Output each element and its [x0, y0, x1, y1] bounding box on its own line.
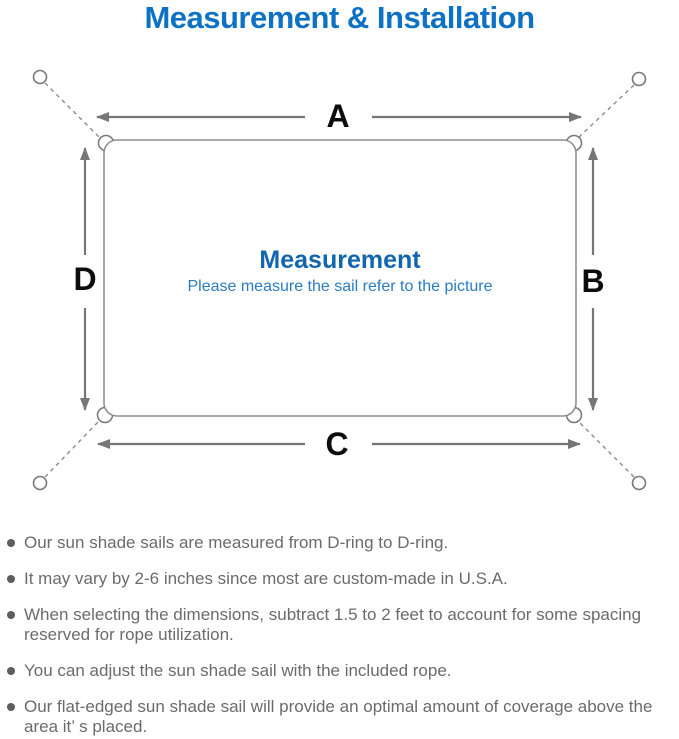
- sail-outline: [103, 139, 577, 417]
- anchor-ring-icon-top-right: [631, 71, 647, 87]
- attachment-lines: [44, 82, 635, 478]
- sail-caption-title: Measurement: [259, 246, 421, 274]
- dimension-label-a: A: [326, 98, 350, 134]
- bullet-icon: [7, 539, 15, 547]
- note-text: You can adjust the sun shade sail with t…: [24, 661, 452, 680]
- note-text: It may vary by 2-6 inches since most are…: [24, 569, 508, 588]
- note-item: You can adjust the sun shade sail with t…: [7, 661, 668, 681]
- bullet-icon: [7, 575, 15, 583]
- dimension-label-b: B: [581, 263, 605, 299]
- bullet-icon: [7, 703, 15, 711]
- dimension-label-c: C: [325, 426, 349, 462]
- bullet-icon: [7, 611, 15, 619]
- anchor-ring-icon-bottom-right: [631, 475, 647, 491]
- sail-caption: Measurement Please measure the sail refe…: [110, 246, 570, 297]
- sail-caption-subtitle: Please measure the sail refer to the pic…: [187, 278, 493, 295]
- attachment-line-bottom-right: [578, 421, 635, 478]
- note-text: When selecting the dimensions, subtract …: [24, 605, 642, 644]
- anchor-ring-icon-bottom-left: [32, 475, 48, 491]
- note-text: Our flat-edged sun shade sail will provi…: [24, 697, 653, 736]
- note-item: When selecting the dimensions, subtract …: [7, 605, 668, 645]
- page-title: Measurement & Installation: [144, 0, 535, 35]
- note-text: Our sun shade sails are measured from D-…: [24, 533, 449, 552]
- note-item: It may vary by 2-6 inches since most are…: [7, 569, 668, 589]
- note-item: Our flat-edged sun shade sail will provi…: [7, 697, 668, 737]
- anchor-ring-icon-top-left: [32, 69, 48, 85]
- dimension-arrows: [80, 112, 598, 449]
- attachment-line-top-right: [577, 84, 635, 139]
- attachment-line-top-left: [44, 82, 101, 139]
- attachment-line-bottom-left: [44, 420, 100, 478]
- bullet-icon: [7, 667, 15, 675]
- notes-list: Our sun shade sails are measured from D-…: [7, 533, 668, 739]
- anchor-rings: [32, 69, 647, 491]
- dimension-label-d: D: [73, 261, 97, 297]
- sail-measurement-diagram: [32, 69, 647, 491]
- note-item: Our sun shade sails are measured from D-…: [7, 533, 668, 553]
